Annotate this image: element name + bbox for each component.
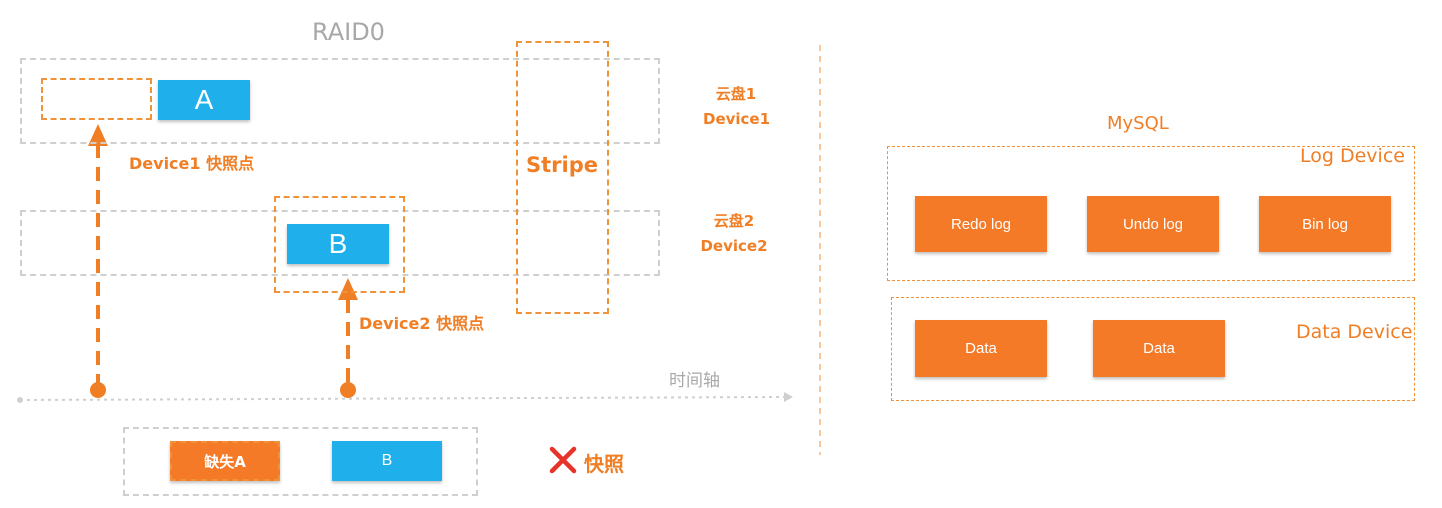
stripe-column (516, 41, 609, 314)
redo-log-block: Redo log (915, 196, 1047, 252)
missing-a-block: 缺失A (170, 441, 280, 481)
timeline-axis (19, 396, 785, 401)
disk2-label: 云盘2 Device2 (699, 209, 769, 259)
stripe-label: Stripe (526, 153, 598, 177)
data-device-label: Data Device (1296, 321, 1413, 343)
disk2-label-line1: 云盘2 (713, 212, 755, 230)
snapshot-result-box (123, 427, 478, 496)
raid0-title: RAID0 (312, 18, 385, 46)
device1-lane (20, 58, 660, 144)
block-b: B (287, 224, 389, 264)
device1-snapshot-label: Device1 快照点 (129, 154, 255, 173)
mysql-title: MySQL (1107, 113, 1169, 134)
snapshot1-arrowhead (88, 124, 108, 146)
data-block-2: Data (1093, 320, 1225, 377)
snapshot-block-b: B (332, 441, 442, 481)
device2-lane (20, 210, 660, 276)
log-device-label: Log Device (1300, 145, 1405, 167)
device2-snapshot-label: Device2 快照点 (359, 314, 485, 333)
disk1-label-line2: Device1 (703, 110, 771, 128)
disk2-label-line2: Device2 (700, 237, 768, 255)
snapshot-verdict-label: 快照 (584, 452, 624, 476)
data-block-1: Data (915, 320, 1047, 377)
log-device-box (887, 146, 1415, 281)
undo-log-block: Undo log (1087, 196, 1219, 252)
data-device-box (891, 297, 1415, 401)
disk1-label: 云盘1 Device1 (703, 82, 771, 132)
cross-icon (549, 446, 577, 474)
timeline-start-dot (17, 397, 23, 403)
snapshot1-point (90, 382, 106, 398)
disk1-label-line1: 云盘1 (715, 85, 757, 103)
snapshot2-arrowhead (338, 278, 358, 300)
timeline-arrowhead (784, 392, 793, 402)
timeline-label: 时间轴 (669, 371, 720, 391)
bin-log-block: Bin log (1259, 196, 1391, 252)
block-a: A (158, 80, 250, 120)
device2-snapshot-region (274, 196, 405, 293)
device1-snapshot-slot (41, 78, 152, 120)
snapshot2-point (340, 382, 356, 398)
